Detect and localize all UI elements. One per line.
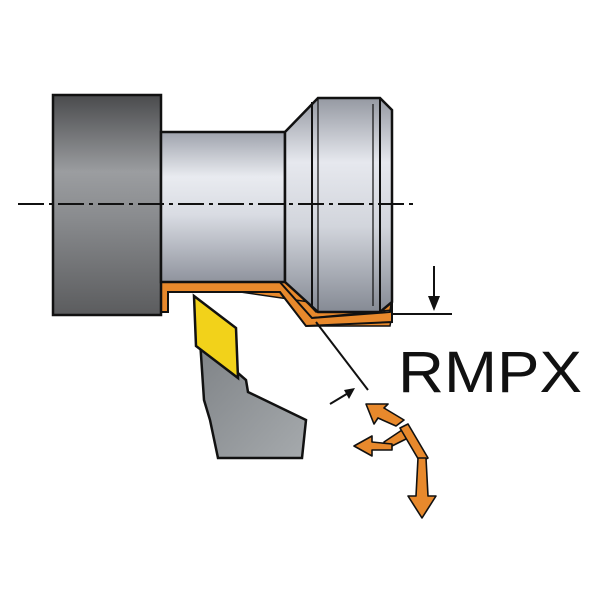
- neck-section: [159, 130, 287, 284]
- feed-direction-arrows-icon: [353, 403, 437, 519]
- dimension-arrow-icon: [428, 296, 440, 311]
- tool-code-label: RMPX: [398, 340, 582, 405]
- cutting-insert: [192, 293, 240, 381]
- angle-leader-line: [315, 321, 369, 391]
- machined-surface-orange: [157, 279, 393, 328]
- angle-arrow-icon: [344, 388, 355, 399]
